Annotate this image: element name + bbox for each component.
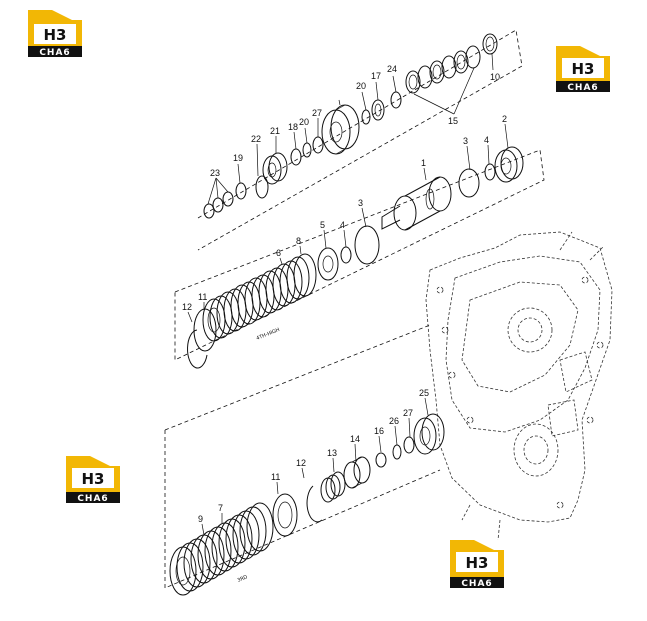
logo-mid-left-caption: CHA6: [77, 494, 108, 504]
callout-19: 19: [233, 153, 243, 163]
callout-22: 22: [251, 134, 261, 144]
callout-2: 2: [502, 114, 507, 124]
disc-15-e: [453, 50, 469, 74]
transmission-housing: [425, 231, 613, 541]
callout-6: 6: [276, 248, 281, 258]
logo-top-left: H3 CHA6: [28, 10, 82, 58]
snap-ring-16: [375, 452, 387, 468]
callout-14: 14: [350, 434, 360, 444]
washer-19: [235, 182, 247, 200]
callout-3-a: 3: [463, 136, 468, 146]
logo-top-left-mark: H3: [44, 26, 67, 44]
snap-ring-22: [255, 175, 269, 199]
leader-lines: [187, 53, 509, 536]
logo-mid-left-mark: H3: [82, 470, 105, 488]
callout-8: 8: [296, 236, 301, 246]
callout-5: 5: [320, 220, 325, 230]
callout-3-b: 3: [358, 198, 363, 208]
logo-top-right: H3 CHA6: [556, 46, 610, 93]
middle-shaft-assembly: 4TH-HIGH: [187, 146, 524, 369]
callout-20-a: 20: [356, 81, 366, 91]
group-outline-middle: [174, 149, 545, 361]
ring-23-a: [222, 191, 234, 207]
callout-18: 18: [288, 122, 298, 132]
snap-ring-24: [390, 91, 402, 109]
clutch-pack-6-8: [202, 253, 317, 342]
ring-10: [482, 33, 498, 55]
logo-bottom-center-mark: H3: [466, 554, 489, 572]
washer-20-b: [302, 142, 312, 158]
callout-13: 13: [327, 448, 337, 458]
plate-11-a: [193, 308, 217, 352]
callout-11-a: 11: [198, 292, 207, 302]
bearing-17: [371, 99, 385, 121]
callout-16: 16: [374, 426, 384, 436]
disc-15-b: [417, 65, 433, 89]
hub-14: [353, 456, 371, 484]
shaft-1: [428, 176, 452, 212]
callout-21: 21: [270, 126, 280, 136]
washer-27-b: [403, 436, 415, 454]
callout-4-a: 4: [484, 135, 489, 145]
callout-numbers: 10 15 24 17 20 27 20 18 21 22 19 23 2 4 …: [182, 64, 507, 524]
callout-7: 7: [218, 503, 223, 513]
o-ring-3-b: [354, 225, 380, 265]
callout-11-b: 11: [271, 472, 280, 482]
callout-15: 15: [448, 116, 458, 126]
lower-3rd-assembly: 3RD: [169, 413, 445, 596]
piston-5: [317, 247, 339, 281]
clutch-pack-7-9: [169, 502, 274, 596]
callout-24: 24: [387, 64, 397, 74]
group-outline-top: [197, 29, 523, 251]
callout-25: 25: [419, 388, 429, 398]
logo-mid-left: H3 CHA6: [66, 456, 120, 504]
ring-23-c: [203, 203, 215, 219]
disc-15-d: [441, 55, 457, 79]
disc-15-f: [465, 45, 481, 69]
callout-27-b: 27: [403, 408, 413, 418]
callout-26: 26: [389, 416, 399, 426]
tag-3rd: 3RD: [237, 574, 249, 584]
gear-25: [421, 413, 445, 451]
plate-11-b: [272, 493, 298, 537]
disc-15-a: [405, 70, 421, 94]
logo-top-left-caption: CHA6: [39, 48, 70, 58]
callout-12-b: 12: [296, 458, 306, 468]
upper-gear-train: [203, 33, 498, 219]
logo-bottom-center: H3 CHA6: [450, 540, 504, 589]
group-outline-lower: [164, 324, 441, 589]
snap-ring-4-a: [484, 163, 496, 181]
disc-15-c: [429, 60, 445, 84]
logo-top-right-caption: CHA6: [567, 83, 598, 93]
callout-12-a: 12: [182, 302, 192, 312]
callout-10: 10: [490, 72, 500, 82]
snap-ring-12-b: [306, 485, 323, 523]
snap-ring-12-a: [187, 329, 208, 369]
callout-23: 23: [210, 168, 220, 178]
callout-1: 1: [421, 158, 426, 168]
callout-20-b: 20: [299, 117, 309, 127]
callout-17: 17: [371, 71, 381, 81]
o-ring-3-a: [458, 168, 480, 198]
logo-bottom-center-caption: CHA6: [461, 579, 492, 589]
gear-hub-large: [330, 104, 360, 150]
callout-4-b: 4: [340, 220, 345, 230]
bearing-2: [500, 146, 524, 180]
tag-4th-high: 4TH-HIGH: [256, 327, 281, 342]
bearing-18: [290, 148, 302, 166]
spring-13: [330, 471, 346, 497]
logo-top-right-mark: H3: [572, 60, 595, 78]
callout-27-a: 27: [312, 108, 322, 118]
snap-ring-4-b: [340, 246, 352, 264]
ring-23-b: [212, 197, 224, 213]
washer-26: [392, 444, 402, 460]
callout-9: 9: [198, 514, 203, 524]
